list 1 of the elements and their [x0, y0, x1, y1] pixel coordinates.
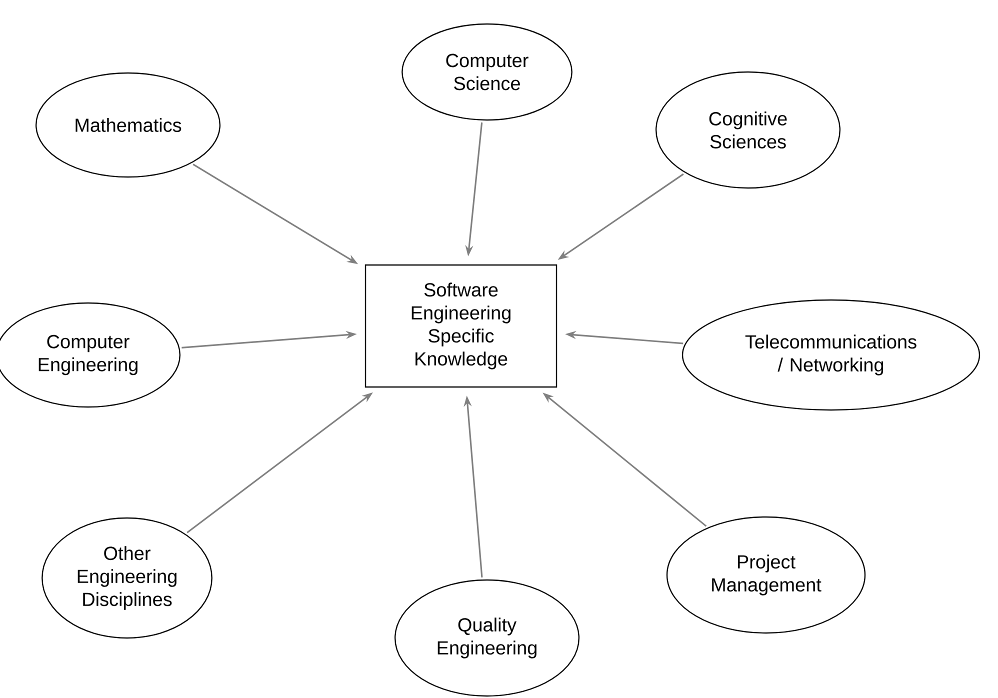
knowledge-box: Software Engineering Specific Knowledge: [364, 264, 558, 388]
